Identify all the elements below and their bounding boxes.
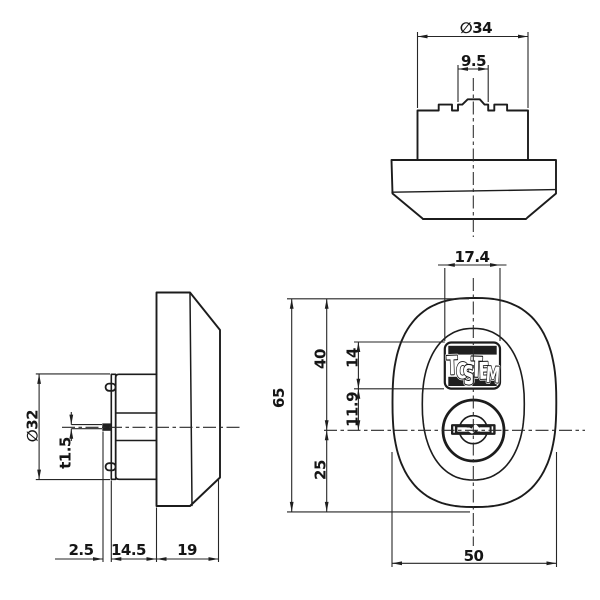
dim-dia32-text: ∅32 xyxy=(24,410,42,442)
logo-letter-o: O xyxy=(455,357,470,384)
logo-letter-m: M xyxy=(485,363,500,389)
dim-2-5-text: 2.5 xyxy=(68,541,93,559)
dim-40-25: 40 25 xyxy=(312,298,330,512)
dim-50-text: 50 xyxy=(464,547,484,565)
dim-65: 65 xyxy=(270,298,470,513)
logo-plate-border xyxy=(443,341,502,390)
top-view-dome-outline xyxy=(390,159,557,220)
dim-t1-5-text: t1.5 xyxy=(57,437,75,469)
dim-dia34-text: ∅34 xyxy=(460,19,492,37)
logo-bottom-bar xyxy=(448,376,497,386)
dim-40-text: 40 xyxy=(312,349,330,369)
dim-t1-5: t1.5 xyxy=(57,412,102,469)
dim-17-4-text: 17.4 xyxy=(454,248,489,266)
logo-letter-s: S xyxy=(462,361,475,392)
dim-50: 50 xyxy=(391,452,558,567)
dim-9-5-text: 9.5 xyxy=(461,52,486,70)
dim-14-text: 14 xyxy=(344,348,362,368)
side-view-dome-face-edge xyxy=(189,292,193,507)
dim-11-9-text: 11.9 xyxy=(344,392,362,427)
side-view-tailpiece xyxy=(102,423,112,431)
logo-letter-t1-halo: T xyxy=(446,351,458,381)
dim-14-11-9: 14 11.9 xyxy=(344,341,445,431)
side-view: ∅32 t1.5 2.5 14.5 19 xyxy=(24,291,240,562)
dim-dia32: ∅32 xyxy=(24,373,110,481)
side-view-top-clip xyxy=(104,382,117,392)
logo-letter-e-halo: E xyxy=(478,358,490,385)
dim-dia34: ∅34 xyxy=(416,19,529,108)
dim-25-text: 25 xyxy=(312,460,330,480)
dim-14-5-text: 14.5 xyxy=(111,541,146,559)
side-view-body-outline xyxy=(155,291,221,507)
dim-19-text: 19 xyxy=(177,541,197,559)
top-view: ∅34 9.5 xyxy=(390,19,557,237)
side-view-bottom-clip xyxy=(104,462,117,472)
logo-letter-m-halo: M xyxy=(485,363,500,389)
logo-letter-e: E xyxy=(478,358,490,385)
logo-top-bar xyxy=(448,345,497,355)
dim-9-5: 9.5 xyxy=(457,52,489,102)
front-view-outer-oval xyxy=(391,297,558,508)
top-view-cylinder-outline xyxy=(416,98,529,161)
dim-65-text: 65 xyxy=(270,388,288,408)
logo-letter-o-halo: O xyxy=(455,357,470,384)
logo-letter-t1: T xyxy=(446,351,458,381)
dim-17-4: 17.4 xyxy=(438,248,507,341)
dim-side-bottom-chain: 2.5 14.5 19 xyxy=(55,431,220,562)
top-view-dome-rim-line xyxy=(391,188,557,193)
front-view-inner-oval xyxy=(421,327,526,481)
